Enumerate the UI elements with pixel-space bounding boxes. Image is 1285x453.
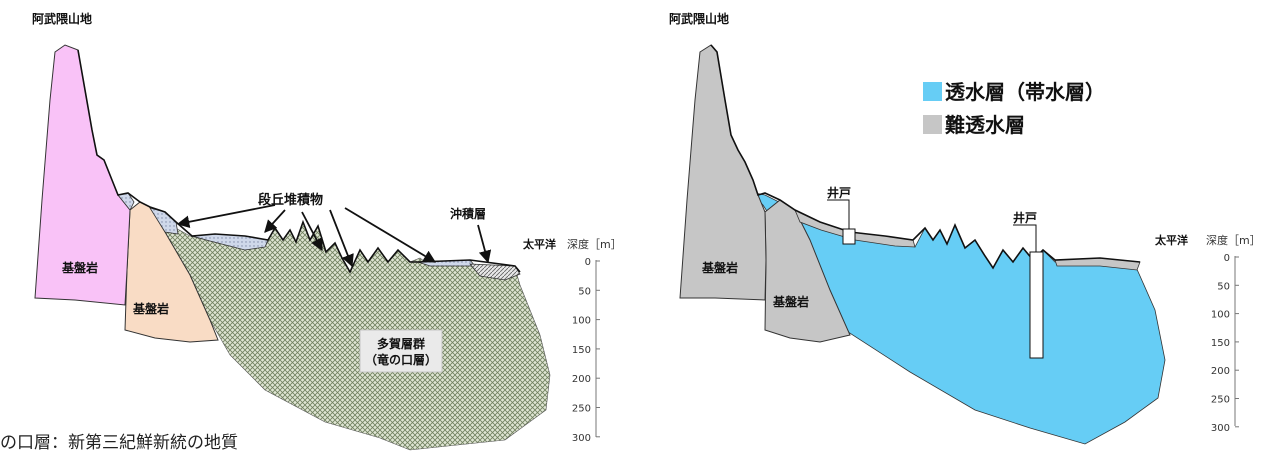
taga-group-sublabel: （竜の口層）	[365, 352, 437, 367]
pacific-label: 太平洋	[1154, 233, 1188, 247]
legend-swatch-aquifer	[923, 82, 942, 101]
bedrock-1-label: 基盤岩	[61, 260, 98, 275]
region-label: 阿武隈山地	[32, 11, 92, 26]
depth-tick-label: 50	[1217, 281, 1230, 292]
region-label: 阿武隈山地	[669, 11, 729, 26]
depth-tick-label: 250	[1211, 395, 1230, 406]
depth-tick-label: 100	[1211, 310, 1230, 321]
depth-axis-title: 深度［m］	[1206, 233, 1261, 247]
depth-tick-label: 200	[1211, 366, 1230, 377]
well-2-label: 井戸	[1013, 210, 1037, 225]
well-1-label: 井戸	[827, 185, 851, 200]
depth-tick-label: 300	[1211, 423, 1230, 434]
legend-label-aquitard: 難透水層	[945, 113, 1025, 137]
depth-tick-label: 100	[572, 316, 591, 327]
taga-label-box	[359, 329, 443, 373]
legend-label-aquifer: 透水層（帯水層）	[945, 80, 1105, 104]
bedrock-2-label: 基盤岩	[772, 294, 809, 309]
depth-tick-label: 50	[578, 286, 591, 297]
well-2	[1013, 224, 1044, 359]
depth-tick-label: 0	[585, 257, 591, 268]
depth-tick-label: 150	[1211, 338, 1230, 349]
depth-tick-label: 150	[572, 345, 591, 356]
depth-tick-label: 250	[572, 404, 591, 415]
geology-cross-section-svg: 阿武隈山地 基盤岩 基盤岩 段丘堆積物 沖積層 多賀層群 （竜の口層） 太平洋 …	[32, 11, 622, 451]
depth-tick-label: 200	[572, 374, 591, 385]
depth-axis: 0 50 100 150 200 250 300	[1211, 253, 1239, 434]
bedrock-1-label: 基盤岩	[701, 260, 738, 275]
ground-surface-line	[710, 44, 1141, 270]
aquifer-cross-section: 透水層（帯水層） 難透水層 阿武隈山地 基盤岩 基盤岩 井戸 井戸 太平洋 深度…	[645, 0, 1285, 450]
depth-tick-label: 0	[1224, 253, 1230, 264]
bedrock-2-label: 基盤岩	[132, 301, 169, 316]
depth-axis: 0 50 100 150 200 250 300	[572, 257, 600, 444]
depth-axis-title: 深度［m］	[567, 237, 622, 251]
depth-tick-label: 300	[572, 433, 591, 444]
geology-cross-section: 阿武隈山地 基盤岩 基盤岩 段丘堆積物 沖積層 多賀層群 （竜の口層） 太平洋 …	[0, 0, 640, 453]
taga-group-label: 多賀層群	[377, 336, 425, 351]
pacific-label: 太平洋	[522, 237, 556, 251]
figure-caption: の口層：新第三紀鮮新統の地質	[0, 433, 238, 453]
terrace-deposit-label: 段丘堆積物	[258, 192, 323, 208]
alluvium-label: 沖積層	[450, 206, 486, 221]
well-1	[827, 199, 856, 245]
aquifer-cross-section-svg: 透水層（帯水層） 難透水層 阿武隈山地 基盤岩 基盤岩 井戸 井戸 太平洋 深度…	[669, 11, 1261, 445]
legend-swatch-aquitard	[923, 115, 942, 134]
ground-surface-line	[77, 49, 521, 274]
legend: 透水層（帯水層） 難透水層	[923, 80, 1105, 137]
terrace-arrows	[176, 204, 492, 268]
